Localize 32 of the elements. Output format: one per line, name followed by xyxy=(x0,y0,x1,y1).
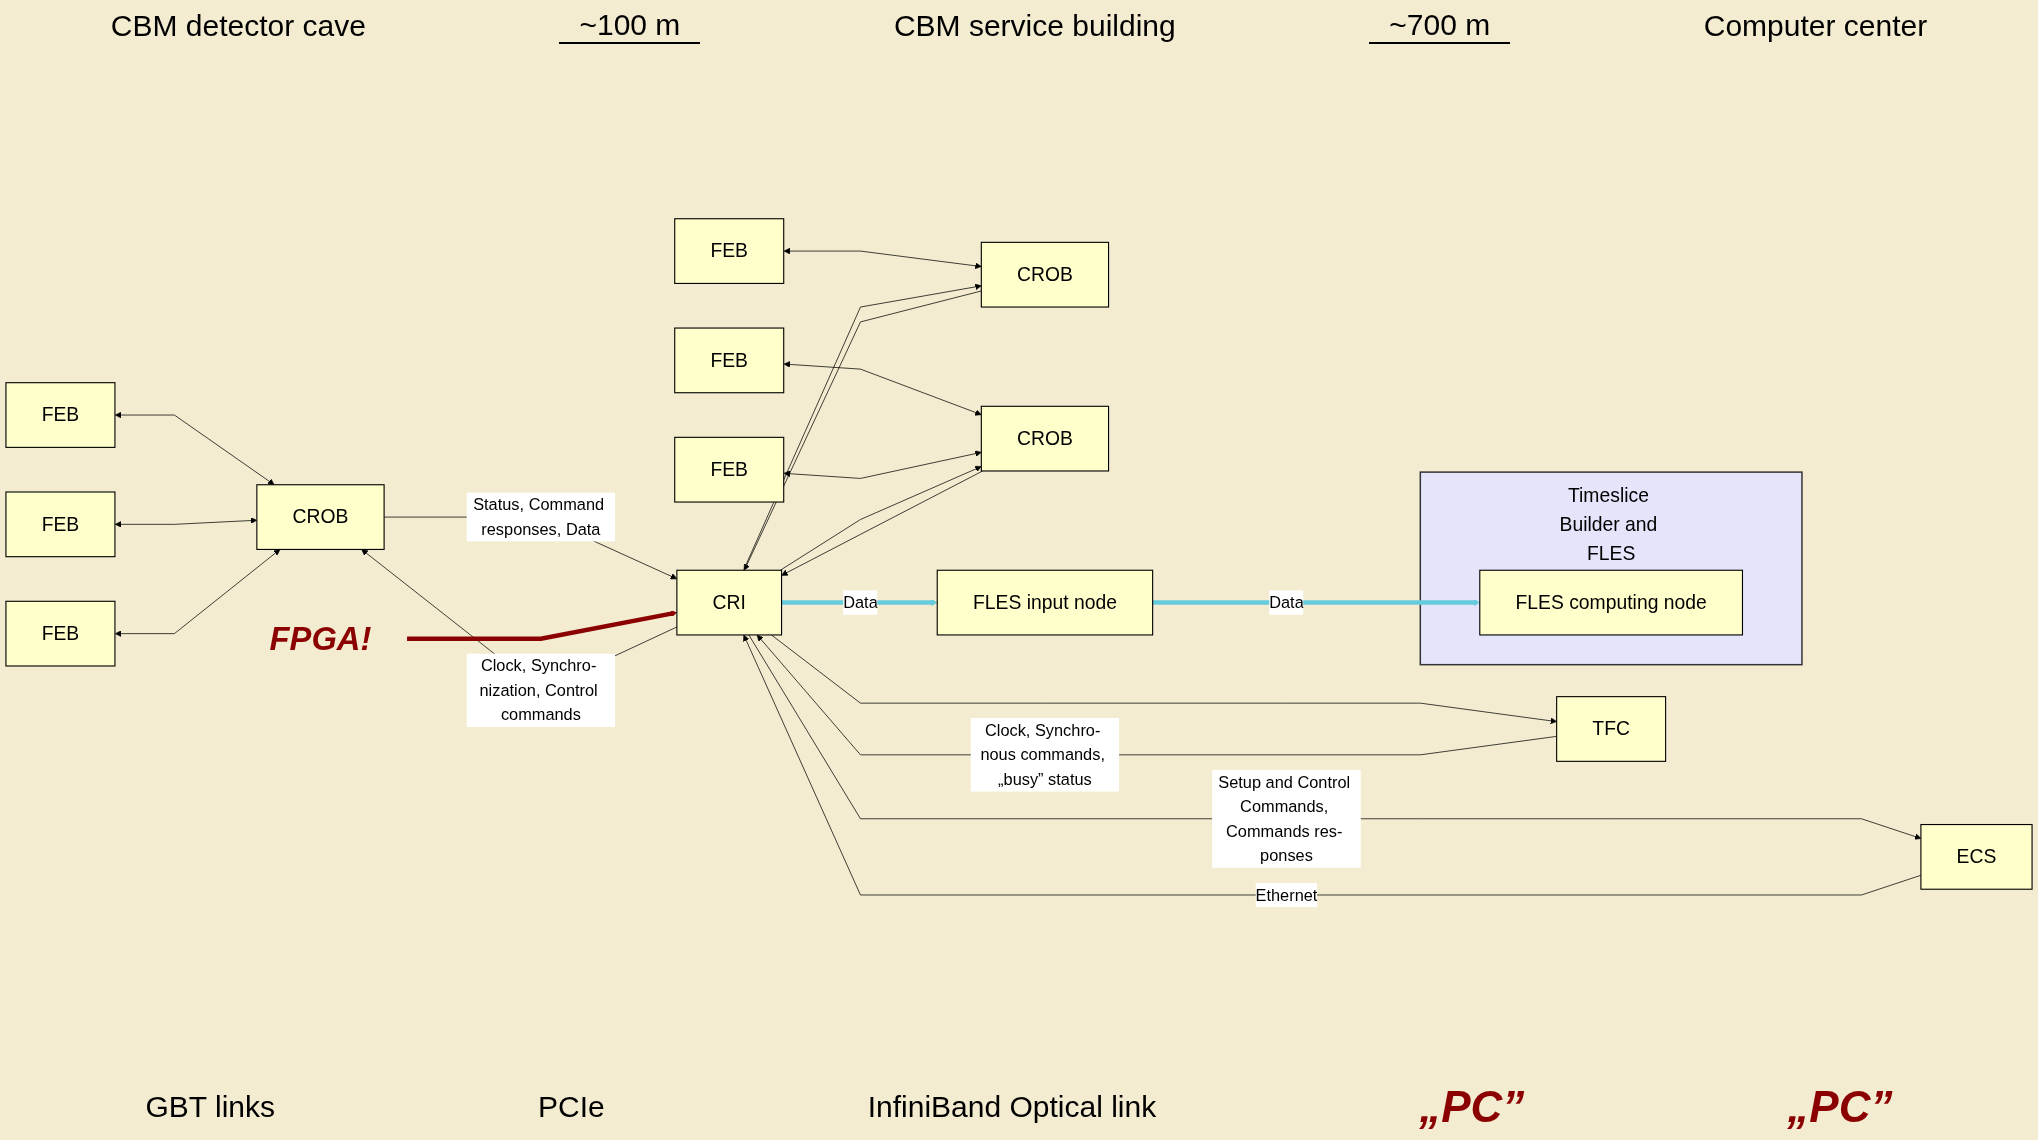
annotation-text: InfiniBand Optical link xyxy=(867,1090,1157,1124)
node-box: CRI xyxy=(676,569,783,636)
heading-text: Computer center xyxy=(1703,9,1928,43)
distance-label: ~100 m xyxy=(559,8,701,44)
node-box: FEB xyxy=(674,327,785,394)
node-text: FPGA! xyxy=(269,620,372,657)
heading-text: CBM service building xyxy=(893,9,1176,43)
edge-label: Clock, Synchro- nization, Control commands xyxy=(479,656,598,725)
node-box: FEB xyxy=(5,600,116,667)
node-box: ECS xyxy=(1920,824,2033,890)
node-box: FEB xyxy=(5,382,116,448)
edge-label: Clock, Synchro- nous commands, „busy” status xyxy=(980,721,1105,789)
pc-annotation: „PC” xyxy=(1787,1082,1893,1132)
distance-label: ~700 m xyxy=(1369,8,1511,44)
node-box: FLES input node xyxy=(936,569,1154,636)
edge-label: Setup and Control Commands, Commands res- ponses xyxy=(1218,772,1351,865)
annotation-text: PCIe xyxy=(538,1090,605,1124)
node-box: FEB xyxy=(5,491,116,558)
edge-label: Data xyxy=(1269,593,1304,612)
edge-label: Ethernet xyxy=(1255,885,1318,905)
node-box: CROB xyxy=(980,405,1110,472)
edge-label: Data xyxy=(843,593,878,612)
node-box: FEB xyxy=(674,218,785,284)
edge-label: Status, Command responses, Data xyxy=(473,495,605,539)
node-box: CROB xyxy=(980,241,1110,308)
pc-annotation: „PC” xyxy=(1419,1082,1525,1132)
node-box: TFC xyxy=(1556,696,1667,762)
node-box: FEB xyxy=(674,436,785,503)
annotation-text: GBT links xyxy=(145,1090,275,1124)
node-box: FLES computing node xyxy=(1479,569,1744,636)
heading-text: CBM detector cave xyxy=(110,9,366,43)
node-box: CROB xyxy=(256,484,385,550)
